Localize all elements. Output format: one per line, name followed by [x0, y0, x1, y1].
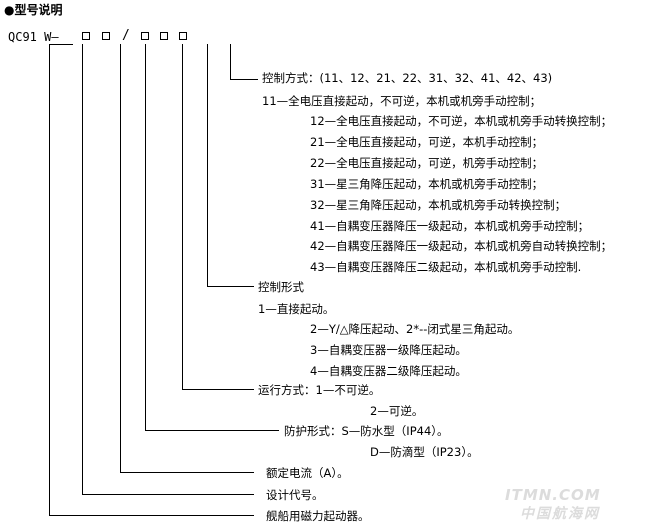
- leader-control-form-h: [207, 286, 254, 287]
- model-code-box-2: [102, 32, 110, 40]
- model-code-slash: /: [122, 28, 130, 43]
- product-name: 舰船用磁力起动器。: [266, 509, 370, 523]
- leader-current-h: [120, 472, 254, 473]
- leader-product-h: [49, 515, 254, 516]
- control-form-1: 1—直接起动。: [258, 302, 335, 316]
- control-form-2: 2—Y/△降压起动、2*--闭式星三角起动。: [310, 322, 520, 336]
- protection-s: 防护形式：S—防水型（IP44）。: [284, 424, 449, 438]
- model-code-prefix: QC91 W—: [8, 30, 59, 44]
- leader-control-form-v: [207, 44, 208, 286]
- control-mode-41: 41—自耦变压器降压一级起动，本机或机旁手动控制；: [310, 219, 590, 233]
- control-form-3: 3—自耦变压器一级降压起动。: [310, 343, 467, 357]
- leader-run-mode-h: [182, 389, 254, 390]
- model-code-box-5: [179, 32, 187, 40]
- run-mode-2: 2—可逆。: [370, 404, 424, 418]
- leader-protection-h: [145, 430, 279, 431]
- model-code-box-4: [160, 32, 168, 40]
- design-code: 设计代号。: [266, 488, 324, 502]
- leader-design-v: [82, 44, 83, 494]
- leader-product-v: [49, 44, 50, 515]
- control-mode-31: 31—星三角降压起动，本机或机旁手动控制；: [310, 177, 544, 191]
- leader-control-mode-h: [230, 79, 258, 80]
- watermark-name: 中国航海网: [520, 506, 600, 522]
- control-form-title: 控制形式: [258, 280, 304, 294]
- control-mode-11: 11—全电压直接起动，不可逆，本机或机旁手动控制；: [262, 94, 542, 108]
- leader-run-mode-v: [182, 44, 183, 389]
- watermark-site: ITMN.COM: [505, 486, 601, 504]
- model-prefix-underline: [49, 44, 73, 45]
- control-mode-32: 32—星三角降压起动，本机或机旁手动转换控制；: [310, 198, 567, 212]
- model-code-box-3: [141, 32, 149, 40]
- rated-current: 额定电流（A）。: [266, 466, 349, 480]
- protection-d: D—防滴型（IP23）。: [370, 445, 479, 459]
- leader-design-h: [82, 494, 254, 495]
- control-mode-title: 控制方式：(11、12、21、22、31、32、41、42、43): [262, 71, 553, 85]
- leader-current-v: [120, 44, 121, 472]
- leader-protection-v: [145, 44, 146, 430]
- run-mode-1: 运行方式：1—不可逆。: [258, 383, 381, 397]
- control-mode-21: 21—全电压直接起动，可逆，本机手动控制；: [310, 135, 544, 149]
- control-mode-42: 42—自耦变压器降压一级起动，本机或机旁自动转换控制；: [310, 239, 613, 253]
- control-form-4: 4—自耦变压器二级降压起动。: [310, 364, 467, 378]
- leader-control-mode-v: [230, 44, 231, 79]
- control-mode-43: 43—自耦变压器降压二级起动，本机或机旁手动控制.: [310, 260, 582, 274]
- control-mode-12: 12—全电压直接起动，不可逆，本机或机旁手动转换控制；: [310, 114, 613, 128]
- section-heading: ●型号说明: [4, 3, 63, 17]
- model-code-box-1: [82, 32, 90, 40]
- control-mode-22: 22—全电压直接起动，可逆，机旁手动控制；: [310, 156, 544, 170]
